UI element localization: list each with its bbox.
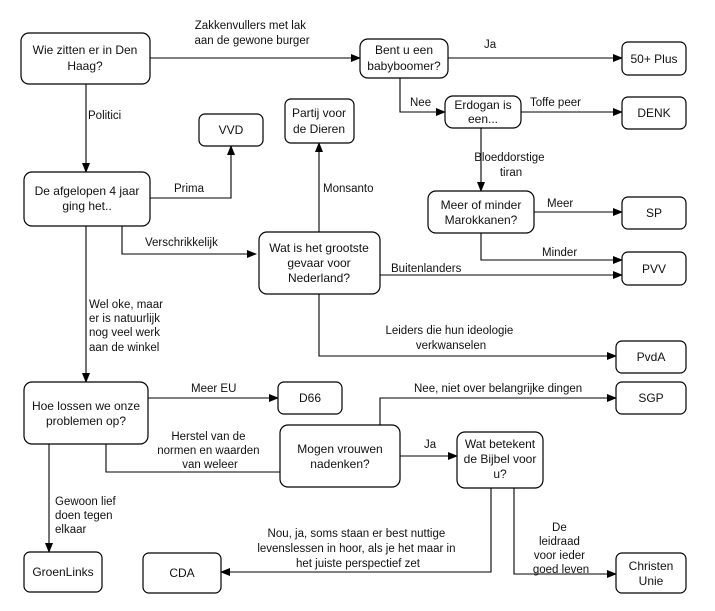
node-sgp: SGP xyxy=(615,381,687,415)
svg-text:PVV: PVV xyxy=(642,262,666,276)
label-toffe-peer: Toffe peer xyxy=(530,97,581,109)
svg-text:GroenLinks: GroenLinks xyxy=(32,565,93,579)
label-buitenlanders: Buitenlanders xyxy=(391,263,462,275)
svg-text:CDA: CDA xyxy=(169,566,194,580)
svg-text:VVD: VVD xyxy=(219,123,244,137)
node-sp: SP xyxy=(621,196,687,230)
node-denk: DENK xyxy=(621,96,687,130)
svg-text:SGP: SGP xyxy=(638,391,663,405)
label-herstel: Herstel van de normen en waarden van wel… xyxy=(157,431,263,471)
node-d66: D66 xyxy=(277,381,343,415)
label-wel-oke: Wel oke, maar er is natuurlijk nog veel … xyxy=(89,299,166,354)
label-meer: Meer xyxy=(547,198,573,210)
label-bloeddorstige-tiran: Bloeddorstige tiran xyxy=(474,152,548,179)
node-vvd: VVD xyxy=(198,113,264,147)
label-nou-ja: Nou, ja, soms staan er best nuttige leve… xyxy=(257,528,458,570)
label-ja-bijbel: Ja xyxy=(424,439,437,451)
label-nee-erdogan: Nee xyxy=(410,97,431,109)
label-leidraad: De leidraad voor ieder goed leven xyxy=(533,522,589,576)
edge-gevaar-to-pvda xyxy=(318,294,617,360)
label-verschrikkelijk: Verschrikkelijk xyxy=(145,237,218,249)
label-leiders: Leiders die hun ideologie verkwanselen xyxy=(385,325,516,352)
edge-vrouwen-to-sgp xyxy=(379,394,617,425)
edge-babyboomer-to-erdogan xyxy=(399,78,446,116)
edge-bijbel-to-cda xyxy=(220,488,492,576)
label-zakkenvullers: Zakkenvullers met lak aan de gewone burg… xyxy=(194,20,309,47)
label-nee-niet: Nee, niet over belangrijke dingen xyxy=(414,383,582,395)
label-prima: Prima xyxy=(174,183,205,195)
label-minder: Minder xyxy=(542,247,577,259)
node-cda: CDA xyxy=(142,552,222,594)
edge-marokkanen-to-pvv xyxy=(480,233,623,264)
edge-problemen-to-vrouwen xyxy=(105,444,280,473)
edge-afgelopen-to-gevaar xyxy=(121,226,257,258)
svg-text:SP: SP xyxy=(646,206,662,220)
label-ja-50plus: Ja xyxy=(484,39,497,51)
node-pvv: PVV xyxy=(621,251,687,286)
label-monsanto: Monsanto xyxy=(323,183,374,195)
node-pvda: PvdA xyxy=(615,340,687,374)
label-politici: Politici xyxy=(88,110,121,122)
edge-bijbel-to-christenunie xyxy=(513,488,617,578)
edge-afgelopen-to-vvd xyxy=(150,145,235,199)
node-50plus: 50+ Plus xyxy=(621,41,687,76)
label-meer-eu: Meer EU xyxy=(191,383,236,395)
svg-text:DENK: DENK xyxy=(637,106,670,120)
svg-text:50+ Plus: 50+ Plus xyxy=(630,52,677,66)
label-gewoon-lief: Gewoon lief doen tegen elkaar xyxy=(55,496,119,536)
node-groenlinks: GroenLinks xyxy=(23,551,103,593)
svg-text:PvdA: PvdA xyxy=(637,350,666,364)
svg-text:D66: D66 xyxy=(299,391,321,405)
